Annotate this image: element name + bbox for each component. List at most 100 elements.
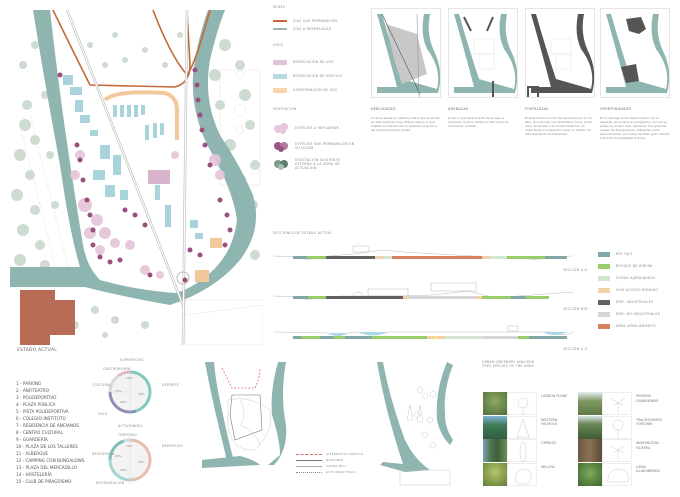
main-site-plan bbox=[5, 5, 264, 346]
legend-top: REDES VÍAS QUE PERMANECEN VÍAS A REEMPLA… bbox=[273, 5, 363, 173]
legend-item: ÁREA APARCAMIENTO bbox=[598, 320, 660, 332]
legend-veg-item: VEGETACIÓN EXISTENTE EXTERNA A LA ZONA D… bbox=[273, 155, 363, 173]
list-item: 4 - PLAZA PÚBLICA bbox=[16, 402, 56, 407]
trees-header: URBAN GREENERY ANALYSIS TREE SPECIES OF … bbox=[482, 360, 535, 368]
trees-right-column: PHOENIX CANARIENSIS TRACHYCARPUS FORTUNE… bbox=[578, 392, 672, 486]
sections-legend: RÍO TAJO BOSQUE DE RIBERA ZONAS AJARDINA… bbox=[598, 248, 660, 332]
dafo-map-amenazas bbox=[448, 8, 518, 98]
tree-photo bbox=[483, 415, 507, 439]
section-b-bar bbox=[293, 296, 549, 299]
swatch bbox=[598, 263, 610, 269]
swatch bbox=[273, 28, 287, 30]
chart-label: RESIDENCIA bbox=[92, 452, 115, 456]
tree-photo bbox=[578, 439, 602, 462]
chart-actividades-title: ACTIVIDADES bbox=[118, 424, 143, 428]
legend-redes-item: VÍAS QUE PERMANECEN bbox=[273, 17, 363, 25]
legend-redes-title: REDES bbox=[273, 5, 286, 9]
list-item: 9 - GUARDERÍA bbox=[16, 437, 48, 442]
tree-cluster-icon bbox=[274, 142, 288, 152]
svg-text:10%: 10% bbox=[126, 444, 133, 448]
tree-sketch-icon bbox=[507, 462, 537, 486]
legend-item: VÍAS ACCESO RODADO bbox=[598, 284, 660, 296]
tree-sketch-icon bbox=[602, 439, 632, 462]
svg-text:15%: 15% bbox=[115, 389, 122, 393]
tree-photo bbox=[578, 392, 602, 415]
chart-actividades: 45% 25% 20% 10% bbox=[108, 435, 152, 485]
dafo-map-debilidades bbox=[371, 8, 441, 98]
svg-text:45%: 45% bbox=[138, 460, 145, 464]
legend-item: ACTIVIDAD FÍSICA bbox=[296, 469, 363, 475]
tree-photo bbox=[483, 462, 507, 486]
list-item: 14 - HOSTELERÍA bbox=[16, 472, 52, 477]
tree-sketch-icon bbox=[507, 415, 537, 439]
legend-item: EDIF. INDUSTRIALES bbox=[598, 296, 660, 308]
tree-sketch-icon bbox=[602, 392, 632, 415]
chart-label: OCIO bbox=[98, 412, 108, 416]
tree-sketch-icon bbox=[507, 392, 537, 415]
list-item: 6 - COLEGIO-INSTITUTO bbox=[16, 416, 66, 421]
legend-item: CARRIL BICI bbox=[296, 463, 363, 469]
svg-text:45%: 45% bbox=[138, 392, 145, 396]
dafo-map-fortalezas bbox=[525, 8, 595, 98]
tree-sketch-icon bbox=[507, 439, 537, 463]
section-c-bar bbox=[293, 336, 567, 339]
swatch bbox=[273, 87, 287, 93]
list-item: 12 - CAMPING CON BUNGALOWS bbox=[16, 458, 85, 463]
swatch bbox=[598, 323, 610, 329]
tree-photo bbox=[483, 392, 507, 415]
legend-item: BOSQUE DE RIBERA bbox=[598, 260, 660, 272]
legend-item: ALTERNATIVA TRÁFICO bbox=[296, 451, 363, 457]
legend-item: EDIF. NO INDUSTRIALES bbox=[598, 308, 660, 320]
chart-label: RESTAURACIÓN bbox=[96, 481, 125, 485]
tree-row: CARIA ILLINOINENSIS bbox=[578, 462, 672, 487]
legend-item: ZONAS AJARDINADAS bbox=[598, 272, 660, 284]
tree-row: WESTERN HELMOCK bbox=[483, 415, 577, 440]
section-c-label: SECCIÓN C-C' bbox=[563, 347, 589, 351]
tree-row: PHOENIX CANARIENSIS bbox=[578, 392, 672, 416]
chart-superficies-title: SUPERFICIES bbox=[120, 358, 144, 362]
tree-sketch-icon bbox=[602, 462, 632, 486]
tree-photo bbox=[483, 439, 507, 462]
swatch bbox=[598, 251, 610, 257]
sections-title: SECCIONES DE ESTADO ACTUAL bbox=[273, 231, 333, 235]
section-a-bar bbox=[293, 256, 567, 259]
solid-line-icon bbox=[296, 465, 322, 467]
tree-row: LONDON PLANE bbox=[483, 392, 577, 416]
list-item: 2 - ANFITEATRO bbox=[16, 388, 49, 393]
list-item: 1 - PARKING bbox=[16, 381, 42, 386]
chart-label: DEPORTIVO bbox=[162, 444, 184, 448]
solid-line-icon bbox=[296, 459, 322, 461]
main-plan-label: ESTADO ACTUAL bbox=[17, 348, 57, 353]
list-item: 11 - ALBERGUE bbox=[16, 451, 49, 456]
places-list: 1 - PARKING 2 - ANFITEATRO 3 - POLIDEPOR… bbox=[16, 380, 85, 485]
dafo-text-amenazas: AMENAZAS Al ser la principal puerta de a… bbox=[448, 107, 509, 128]
dafo-text-debilidades: DEBILIDADES La zona posee un sistema via… bbox=[371, 107, 440, 132]
swatch bbox=[598, 311, 610, 317]
svg-text:10%: 10% bbox=[126, 376, 133, 380]
tree-photo bbox=[578, 415, 602, 439]
tree-row: TRACHYCARPUS FORTUNEI bbox=[578, 415, 672, 440]
chart-label: DEPORTE bbox=[162, 383, 179, 387]
chart-superficies: 45% 30% 15% 10% bbox=[105, 367, 152, 417]
mobility-legend: ALTERNATIVA TRÁFICO MICROBÚS CARRIL BICI… bbox=[296, 451, 363, 475]
section-c-profile bbox=[273, 325, 573, 336]
mobility-map bbox=[202, 362, 287, 468]
section-a-label: SECCIÓN A-A' bbox=[563, 268, 589, 272]
legend-vegetacion-title: VEGETACIÓN bbox=[273, 107, 297, 111]
section-b-label: SECCIÓN B-B' bbox=[563, 307, 589, 311]
chart-label: CULTURAL bbox=[93, 383, 112, 387]
legend-redes-item: VÍAS A REEMPLAZAR bbox=[273, 25, 363, 33]
dafo-map-oportunidades bbox=[600, 8, 670, 98]
swatch bbox=[273, 59, 287, 65]
legend-usos-item: CONSERVACIÓN DE USO bbox=[273, 83, 363, 97]
tree-photo bbox=[578, 462, 602, 486]
tree-row: CYPRESS bbox=[483, 439, 577, 463]
dafo-text-fortalezas: FORTALEZAS El área actúa a modo de penín… bbox=[525, 107, 593, 136]
dashed-line-icon bbox=[296, 453, 322, 455]
list-item: 10 - PLAZA DE LOS TALLERES bbox=[16, 444, 78, 449]
legend-usos-item: REUBICACIÓN DE USO bbox=[273, 55, 363, 69]
swatch bbox=[273, 20, 287, 22]
list-item: 5 - PISTA POLIDEPORTIVA bbox=[16, 409, 69, 414]
swatch bbox=[598, 275, 610, 281]
greenery-plan bbox=[377, 362, 453, 486]
